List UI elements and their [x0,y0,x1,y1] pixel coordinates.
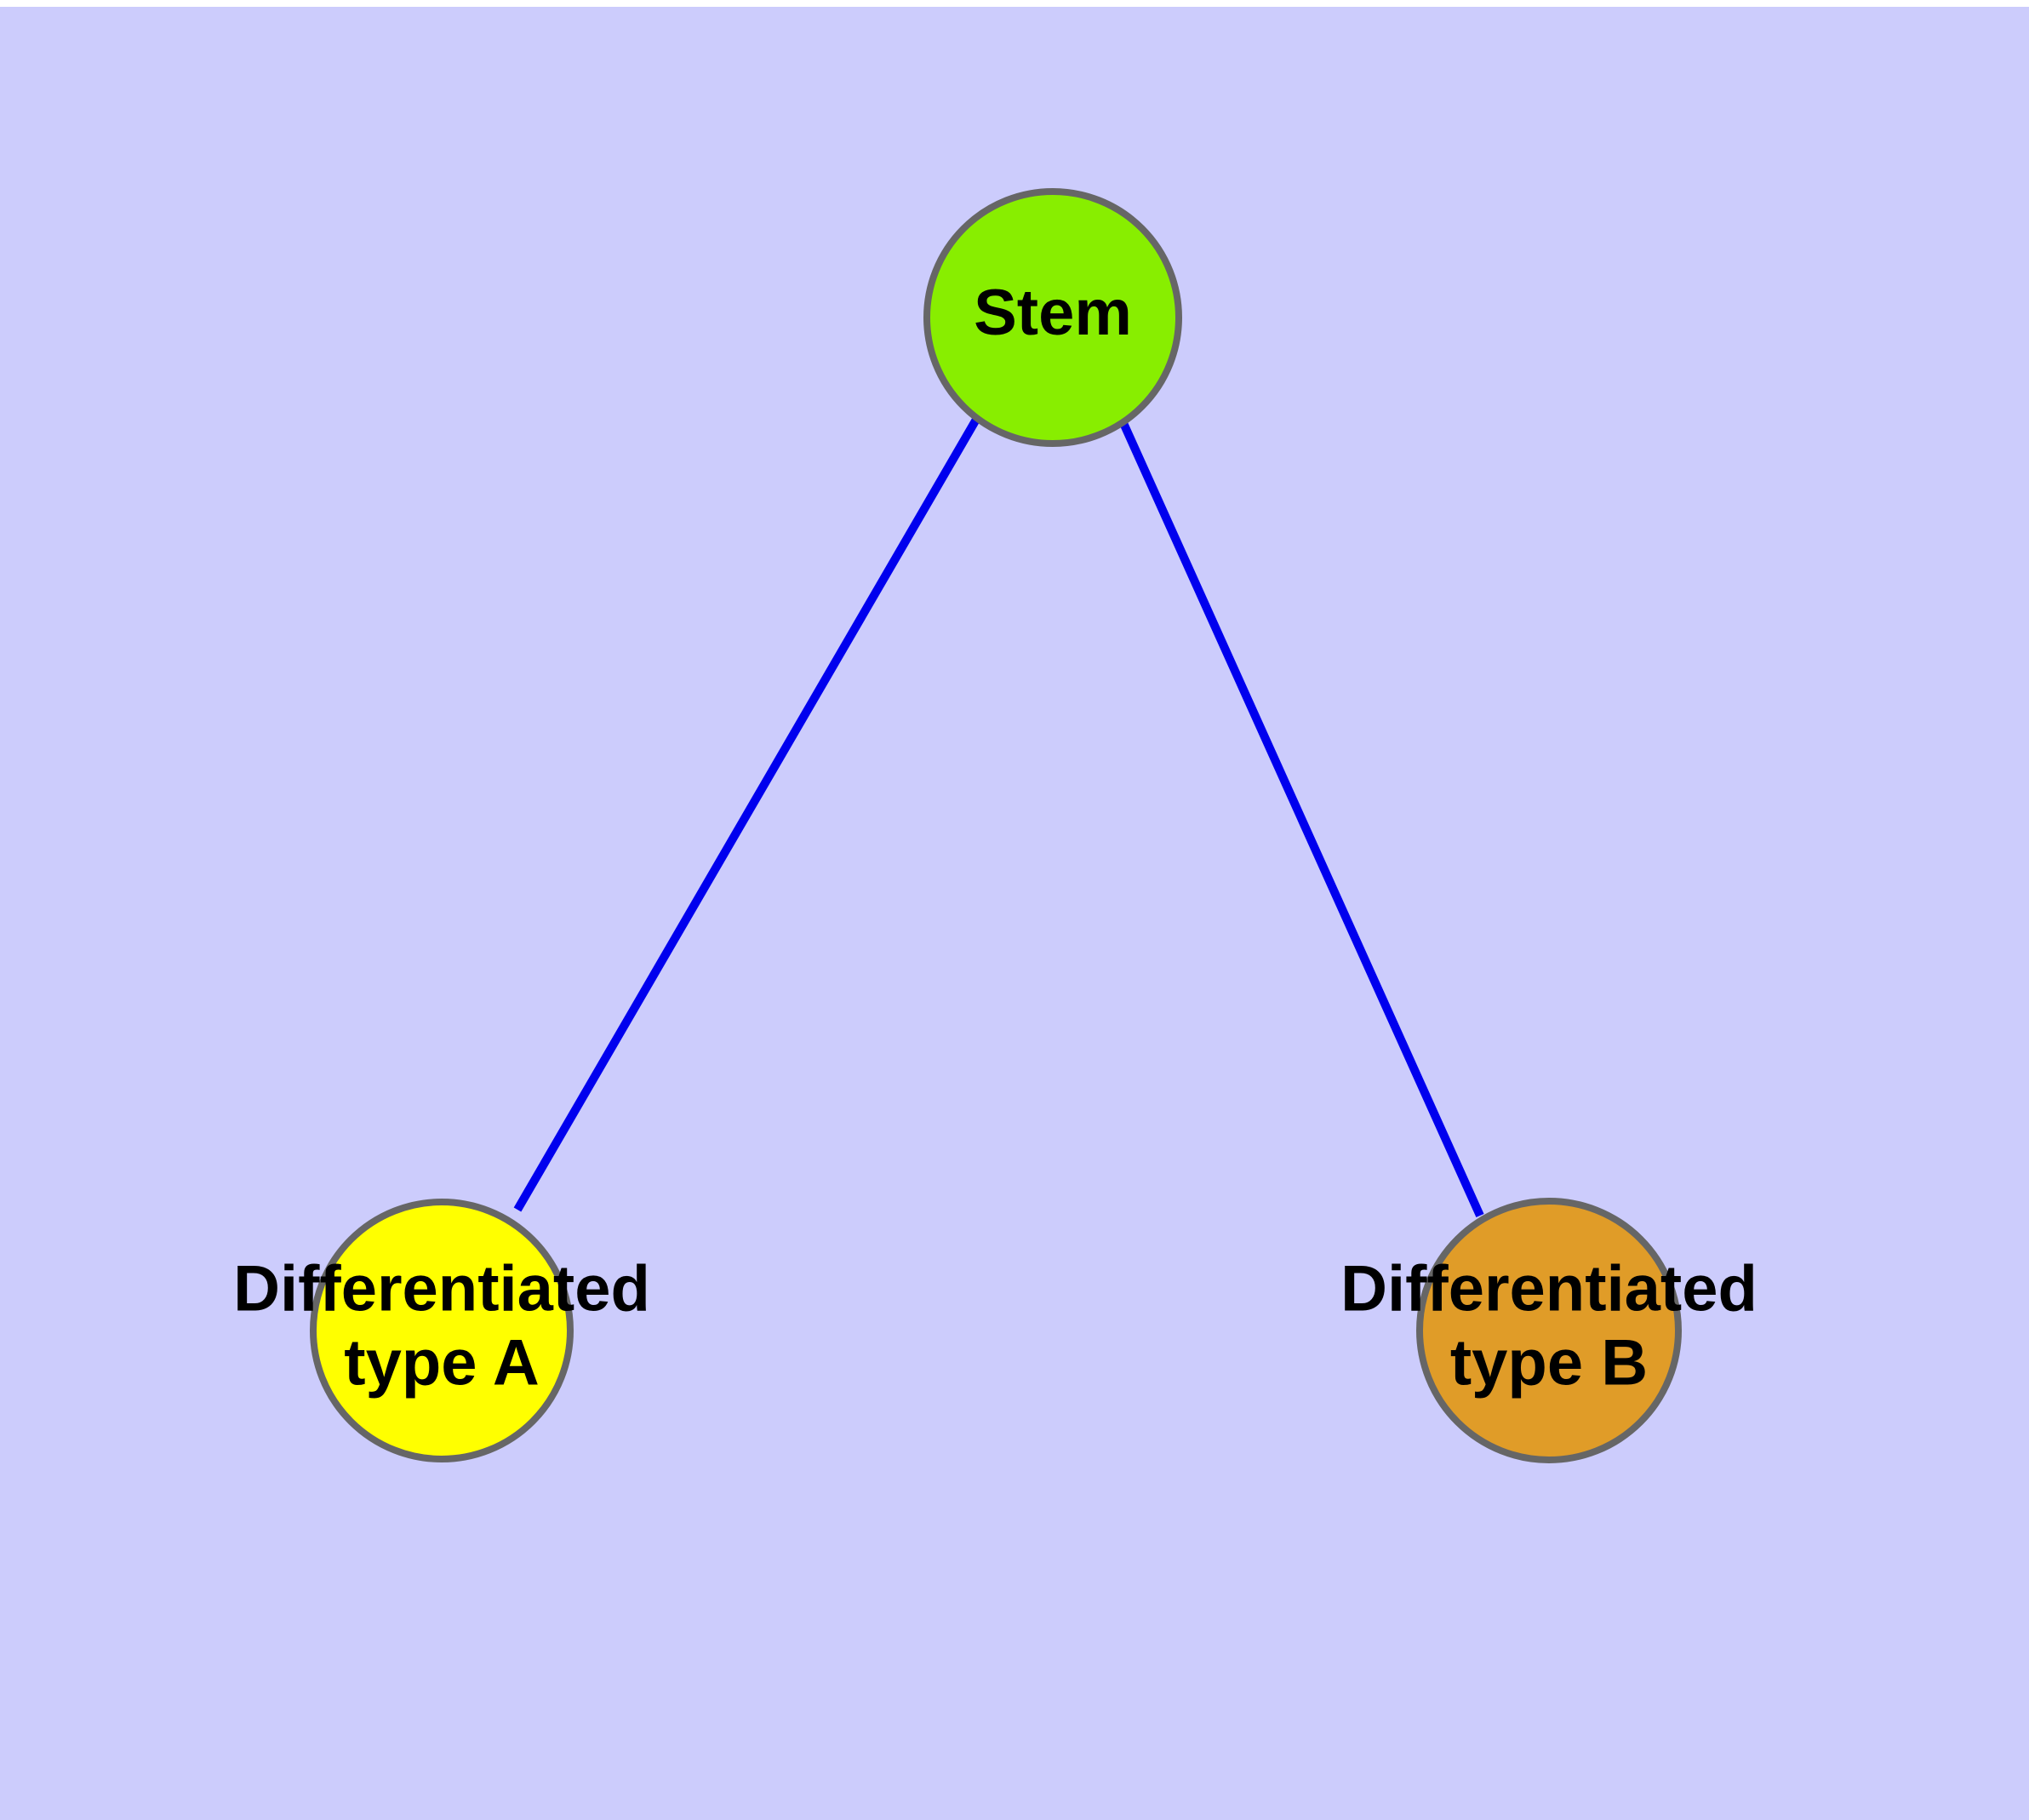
node-stem-circle[interactable] [923,188,1182,447]
edge-stem-to-diff-a[interactable] [513,415,981,1212]
node-differentiated-type-b-circle[interactable] [1416,1198,1682,1463]
node-stem-label: Stem [974,277,1132,349]
top-white-strip [0,0,2029,7]
node-differentiated-type-a-circle[interactable] [310,1199,574,1462]
node-stem[interactable]: Stem [923,188,1182,447]
edges-layer [513,415,1484,1218]
edge-stem-to-diff-b[interactable] [1119,421,1484,1218]
